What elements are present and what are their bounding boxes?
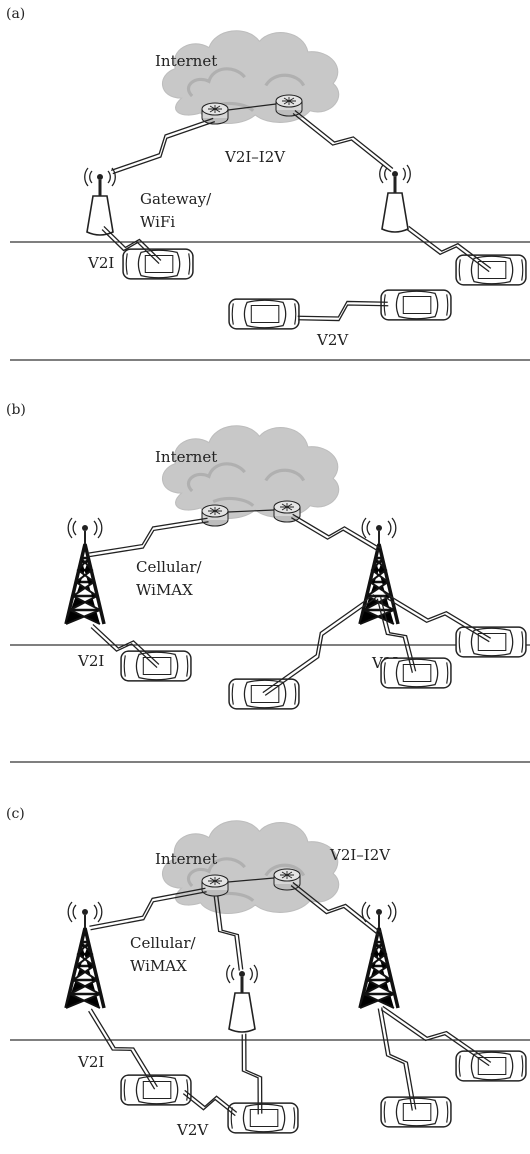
wireless-link — [383, 591, 492, 639]
wireless-link — [90, 627, 158, 669]
v2i-label: V2I — [77, 1053, 104, 1071]
router-link — [227, 877, 275, 883]
cell-tower-icon — [64, 516, 106, 626]
router-icon — [201, 504, 229, 527]
car-icon — [455, 626, 527, 658]
wireless-link — [262, 594, 375, 694]
cloud-label: Internet — [155, 850, 217, 868]
wireless-link — [376, 598, 414, 673]
v2i-label: V2I — [87, 254, 114, 272]
wireless-link — [110, 117, 214, 172]
wireless-link — [381, 595, 490, 643]
cloud-label: Internet — [155, 52, 217, 70]
cloud-icon — [160, 29, 341, 126]
v2v-label: V2V — [316, 331, 349, 349]
wireless-link — [382, 1005, 492, 1063]
wireless-link — [92, 623, 160, 665]
panel-c: (c) Internet V2I–I2V Cellular/WiMAX V2I V2V — [6, 806, 530, 1139]
cell-tower-icon — [358, 516, 400, 626]
car-icon — [455, 1050, 527, 1082]
wireless-link — [291, 517, 380, 553]
gateway-label: Gateway/ — [140, 190, 212, 208]
wireless-link — [381, 1007, 417, 1110]
car-icon — [120, 1074, 192, 1106]
wifi-gateway-icon — [378, 163, 412, 234]
panel-label: (b) — [6, 402, 26, 418]
v2v-label: V2V — [176, 1121, 209, 1139]
wifi-gateway-icon — [225, 963, 259, 1034]
cellular-label: Cellular/ — [136, 558, 203, 576]
car-icon — [455, 254, 527, 286]
car-icon — [122, 248, 194, 280]
router-icon — [201, 874, 229, 897]
router-icon — [273, 500, 301, 523]
wireless-link — [88, 1010, 156, 1090]
wireless-link — [377, 1008, 413, 1111]
car-icon — [380, 657, 452, 689]
v2i-i2v-label: V2I–I2V — [224, 148, 286, 166]
car-icon — [380, 289, 452, 321]
wireless-link — [245, 1033, 263, 1114]
wireless-link — [101, 229, 160, 265]
wireless-link — [298, 304, 389, 322]
car-icon — [227, 1102, 299, 1134]
cell-tower-icon — [358, 900, 400, 1010]
wireless-link — [89, 887, 206, 927]
wireless-link — [90, 891, 207, 931]
v2i-label: V2I — [77, 652, 104, 670]
router-link — [227, 103, 277, 111]
car-icon — [380, 1096, 452, 1128]
wireless-link — [292, 881, 382, 933]
car-icon — [228, 298, 300, 330]
panel-label: (a) — [6, 6, 25, 22]
wireless-link — [290, 885, 380, 937]
wireless-link — [294, 109, 394, 169]
wireless-link — [88, 521, 209, 558]
wimax-label: WiMAX — [130, 957, 187, 975]
wimax-label: WiMAX — [136, 581, 193, 599]
panel-label: (c) — [6, 806, 25, 822]
wireless-link — [292, 513, 381, 549]
wireless-link — [213, 896, 240, 971]
wireless-link — [406, 229, 490, 273]
router-icon — [273, 868, 301, 891]
wireless-link — [103, 225, 162, 261]
wireless-link — [241, 1034, 259, 1115]
v2i-i2v-label: V2I–I2V — [329, 846, 391, 864]
wifi-gateway-icon — [83, 166, 117, 237]
wireless-link — [380, 1009, 490, 1067]
wireless-link — [90, 1008, 158, 1088]
wireless-link — [182, 1093, 236, 1117]
wireless-link — [217, 895, 244, 970]
cellular-label: Cellular/ — [130, 934, 197, 952]
cloud-label: Internet — [155, 448, 217, 466]
wireless-link — [379, 597, 417, 672]
wireless-link — [112, 120, 216, 175]
wireless-link — [408, 225, 492, 269]
wireless-link — [87, 517, 208, 554]
wireless-link — [292, 113, 392, 173]
wifi-label: WiFi — [140, 213, 175, 231]
router-link — [227, 509, 275, 513]
car-icon — [228, 678, 300, 710]
wireless-link — [264, 596, 377, 696]
cloud-icon — [160, 424, 341, 521]
wireless-link — [184, 1089, 238, 1113]
wireless-link — [297, 300, 388, 318]
cell-tower-icon — [64, 900, 106, 1010]
